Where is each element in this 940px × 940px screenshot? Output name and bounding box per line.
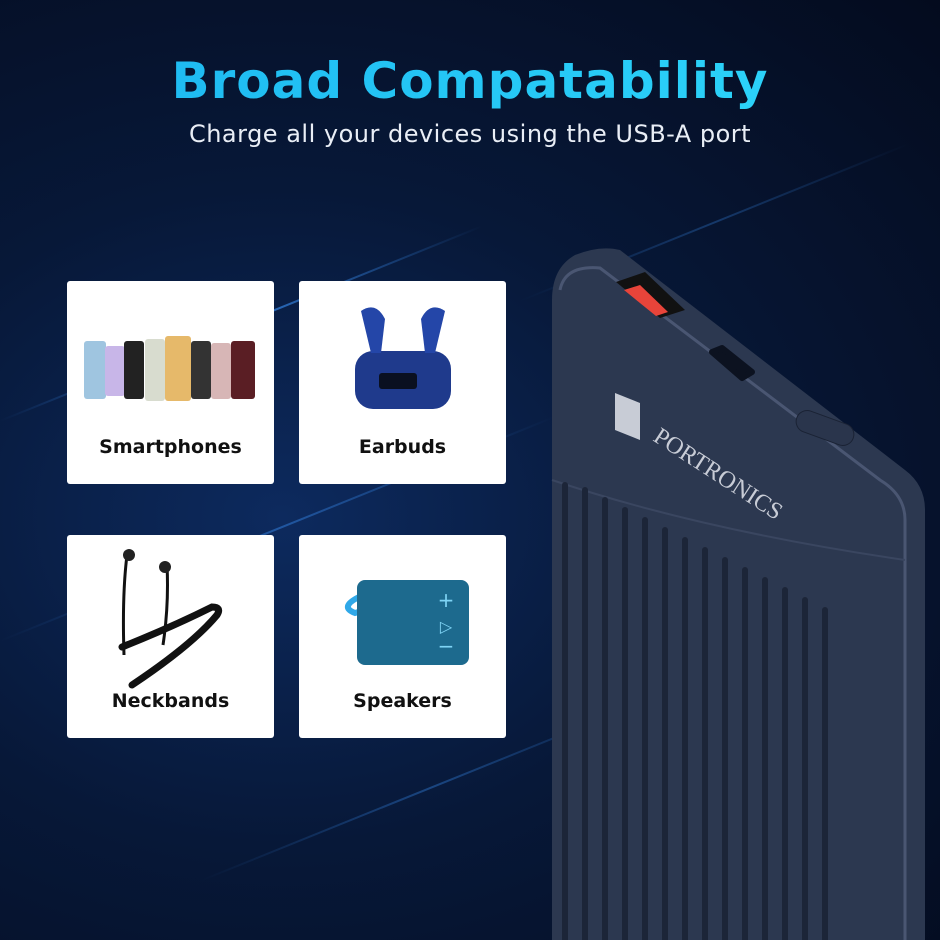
earbuds-icon bbox=[355, 307, 451, 409]
speaker-icon: + ▷ − bbox=[345, 580, 469, 665]
device-label: Smartphones bbox=[99, 436, 242, 458]
usb-c-port-icon bbox=[709, 345, 755, 381]
device-card-speakers: + ▷ − Speakers bbox=[299, 535, 506, 738]
device-card-smartphones: Smartphones bbox=[67, 281, 274, 484]
neckband-icon bbox=[118, 549, 223, 689]
device-card-neckbands: Neckbands bbox=[67, 535, 274, 738]
device-label: Speakers bbox=[353, 690, 452, 712]
page-subtitle: Charge all your devices using the USB-A … bbox=[188, 120, 752, 148]
svg-text:−: − bbox=[438, 634, 455, 658]
ridges bbox=[562, 482, 828, 940]
power-button-icon bbox=[795, 410, 855, 446]
page-title: Broad Compatability bbox=[0, 52, 940, 110]
device-label: Neckbands bbox=[111, 690, 230, 712]
device-label: Earbuds bbox=[358, 436, 447, 458]
smartphones-icon bbox=[84, 336, 255, 401]
device-card-earbuds: Earbuds bbox=[299, 281, 506, 484]
svg-text:+: + bbox=[438, 588, 455, 612]
svg-text:▷: ▷ bbox=[440, 617, 453, 636]
usb-a-port-icon bbox=[616, 272, 685, 318]
